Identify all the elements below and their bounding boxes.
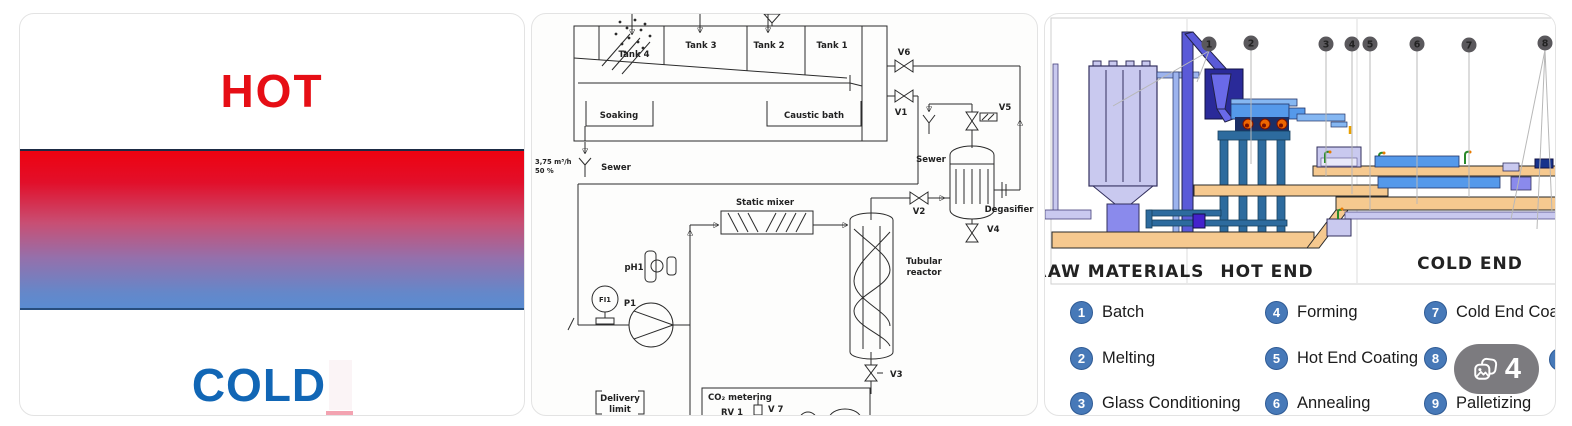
rv1-label: RV 1 [721, 408, 743, 415]
sewer-left-label: Sewer [601, 163, 632, 173]
temperature-gradient-bar [20, 149, 524, 310]
gallery-icon [1474, 357, 1498, 380]
legend-number-1: 1 [1070, 301, 1093, 324]
legend-item-hot-end-coating: 5 Hot End Coating [1265, 347, 1418, 370]
melting-furnace [1204, 68, 1348, 131]
flow-pct-label: 50 % [535, 167, 554, 175]
pid-diagram: Tank 4 Tank 3 Tank 2 Tank 1 Soaking Caus… [535, 14, 1035, 415]
glass-line-image-card[interactable]: 1 2 3 4 5 6 7 8 RAW MATERIALS HOT END CO… [1044, 13, 1556, 416]
section-hot-end: HOT END [1220, 262, 1313, 282]
marker-3: 3 [1323, 40, 1330, 51]
hot-label: HOT [220, 65, 324, 117]
co2-metering-label: CO₂ metering [708, 393, 772, 403]
delivery-limit-label2: limit [609, 405, 631, 415]
cold-row: COLD [20, 359, 524, 415]
tank4-label: Tank 4 [618, 50, 649, 60]
more-images-badge: 4 [1454, 344, 1539, 394]
v6-label: V6 [898, 48, 911, 58]
marker-7: 7 [1466, 41, 1473, 52]
marker-5: 5 [1367, 40, 1374, 51]
section-cold-end: COLD END [1417, 254, 1523, 274]
sewer-right-label: Sewer [916, 155, 947, 165]
legend-item-palletizing: 9 Palletizing [1424, 392, 1531, 415]
step-markers: 1 2 3 4 5 6 7 8 [1201, 35, 1553, 53]
tank1-label: Tank 1 [816, 41, 847, 51]
legend-item-glass-conditioning: 3 Glass Conditioning [1070, 392, 1241, 415]
v2-label: V2 [913, 207, 926, 217]
static-mixer-label: Static mixer [736, 198, 795, 208]
v3-label: V3 [890, 370, 903, 380]
flow-rate-label: 3,75 m³/h [535, 158, 572, 166]
marker-6: 6 [1414, 40, 1421, 51]
legend-item-8: 8 [1424, 347, 1456, 370]
caustic-bath-label: Caustic bath [784, 111, 844, 121]
legend-item-annealing: 6 Annealing [1265, 392, 1370, 415]
p1-label: P1 [624, 299, 636, 309]
glass-line-diagram: 1 2 3 4 5 6 7 8 RAW MATERIALS HOT END CO… [1045, 17, 1555, 285]
tank2-label: Tank 2 [753, 41, 784, 51]
tank3-label: Tank 3 [685, 41, 716, 51]
v7-label: V 7 [768, 405, 784, 415]
text-cursor-highlight [326, 360, 354, 415]
legend-item-cold-end-coating: 7 Cold End Coa [1424, 301, 1555, 324]
legend-item-batch: 1 Batch [1070, 301, 1144, 324]
legend-number-4: 4 [1265, 301, 1288, 324]
v5-label: V5 [999, 103, 1012, 113]
ph1-label: pH1 [624, 263, 643, 273]
pink-cursor-bar [326, 411, 354, 415]
tank-vessel: Tank 4 Tank 3 Tank 2 Tank 1 [573, 18, 888, 142]
marker-4: 4 [1349, 40, 1356, 51]
degasifier-label: Degasifier [985, 205, 1035, 215]
legend-item-forming: 4 Forming [1265, 301, 1358, 324]
legend-number-7: 7 [1424, 301, 1447, 324]
marker-2: 2 [1248, 39, 1255, 50]
degasifier-vessel [949, 145, 995, 220]
legend-number-6: 6 [1265, 392, 1288, 415]
v1-label: V1 [895, 108, 908, 118]
badge-count: 4 [1504, 352, 1522, 385]
cold-label: COLD [191, 359, 327, 411]
legend-number-8: 8 [1424, 347, 1447, 370]
fi1-label: FI1 [599, 296, 611, 304]
section-raw-materials: RAW MATERIALS [1045, 262, 1204, 282]
hot-cold-image-card[interactable]: HOT COLD [19, 13, 525, 416]
marker-leaders [1112, 49, 1553, 230]
tubular-reactor-label1: Tubular [906, 257, 943, 267]
legend-item-melting: 2 Melting [1070, 347, 1155, 370]
raw-material-silos [1088, 60, 1158, 235]
soaking-label: Soaking [600, 111, 638, 121]
delivery-limit-label1: Delivery [600, 394, 640, 404]
legend-number-2: 2 [1070, 347, 1093, 370]
marker-1: 1 [1206, 40, 1213, 51]
furnace-flames [1242, 118, 1288, 130]
v4-label: V4 [987, 225, 1000, 235]
legend-number-5: 5 [1265, 347, 1288, 370]
legend-item-partial [1549, 348, 1555, 371]
legend-number-3: 3 [1070, 392, 1093, 415]
tubular-reactor [849, 212, 894, 360]
marker-8: 8 [1542, 39, 1549, 50]
tubular-reactor-label2: reactor [907, 268, 943, 278]
process-diagram-image-card[interactable]: Tank 4 Tank 3 Tank 2 Tank 1 Soaking Caus… [531, 13, 1038, 416]
legend-number-9: 9 [1424, 392, 1447, 415]
spray-dots [614, 18, 652, 54]
